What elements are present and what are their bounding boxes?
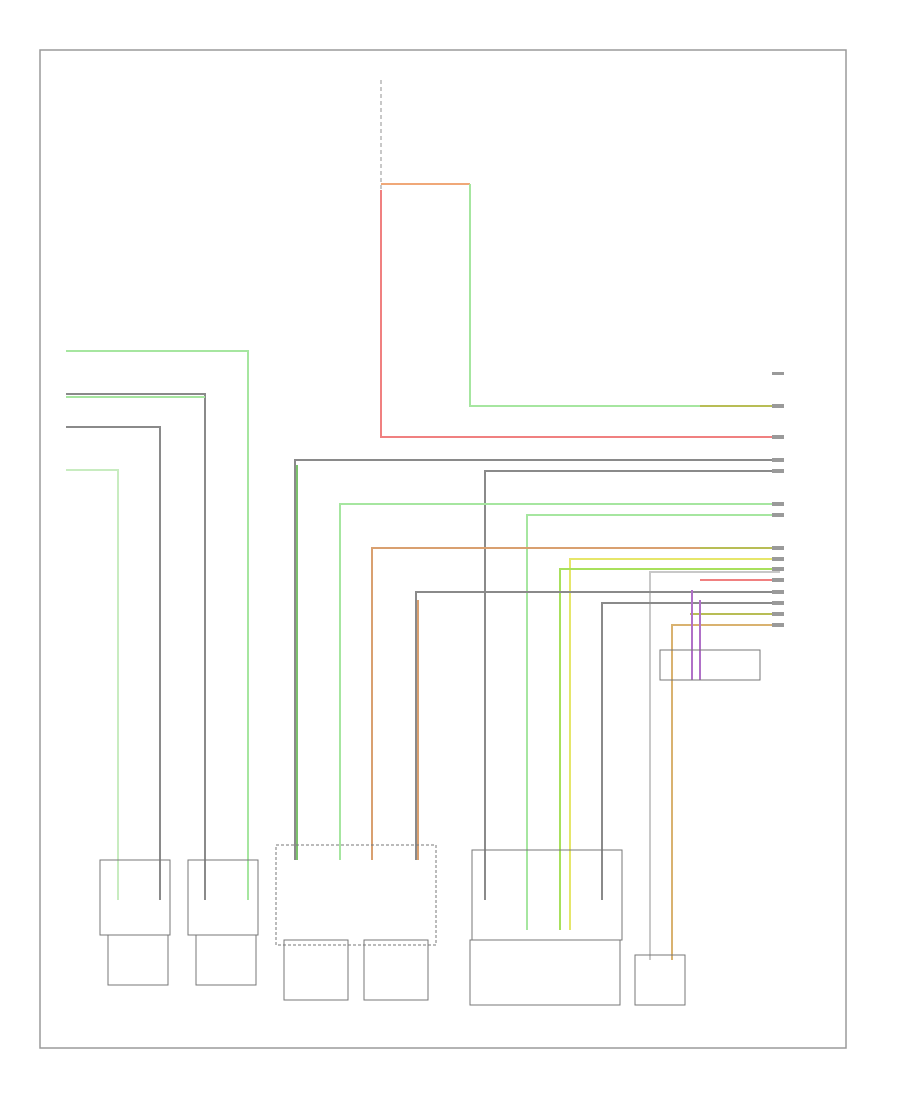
- connector-pin: [772, 601, 784, 605]
- connector-pin: [772, 458, 784, 462]
- diagram-border: [39, 49, 847, 1049]
- green-wire-left-1: [66, 350, 249, 900]
- gray-wire-10: [415, 591, 780, 860]
- connector-pin: [772, 513, 784, 517]
- components: [99, 649, 761, 1006]
- connector-pin: [772, 404, 784, 408]
- sensor-box-5: [634, 954, 686, 1006]
- gray-wire-left-3: [66, 426, 161, 900]
- connector-pin: [772, 590, 784, 594]
- orange-wire-5: [371, 547, 780, 860]
- connector-pin: [772, 557, 784, 561]
- green-wire-4: [526, 514, 780, 930]
- red-wire: [380, 190, 780, 438]
- sensor-box-3a: [283, 939, 349, 1001]
- main-connector: [772, 372, 784, 627]
- gray-wire-8: [649, 571, 780, 960]
- connector-pin: [772, 546, 784, 550]
- gray-wire-11: [601, 602, 780, 900]
- connector-pin: [772, 567, 784, 571]
- sensor-box-2-lower: [195, 934, 257, 986]
- sensor-box-3b: [363, 939, 429, 1001]
- sensor-group-box-4: [471, 849, 623, 941]
- connector-pin: [772, 578, 784, 582]
- sensor-group-box-3: [275, 844, 437, 946]
- gray-green-wire-left-2: [66, 393, 206, 900]
- tan-wire-13: [671, 624, 780, 960]
- gray-wire-2: [484, 470, 780, 900]
- lime-wire-7: [559, 568, 780, 930]
- sensor-box-4: [469, 939, 621, 1006]
- connector-pin: [772, 502, 784, 506]
- light-green-wire-left-4: [66, 469, 119, 900]
- connector-pin: [772, 469, 784, 473]
- connector-pin: [772, 435, 784, 439]
- olive-wire: [469, 184, 780, 407]
- connector-pin: [772, 612, 784, 616]
- sensor-box-1-lower: [107, 934, 169, 986]
- yellow-wire-6: [569, 558, 780, 930]
- connector-pin: [772, 623, 784, 627]
- wires: [66, 80, 780, 960]
- module-box-6: [659, 649, 761, 681]
- green-wire-3: [339, 503, 780, 860]
- gray-green-wire-1: [294, 459, 780, 860]
- connector-pin: [772, 372, 784, 375]
